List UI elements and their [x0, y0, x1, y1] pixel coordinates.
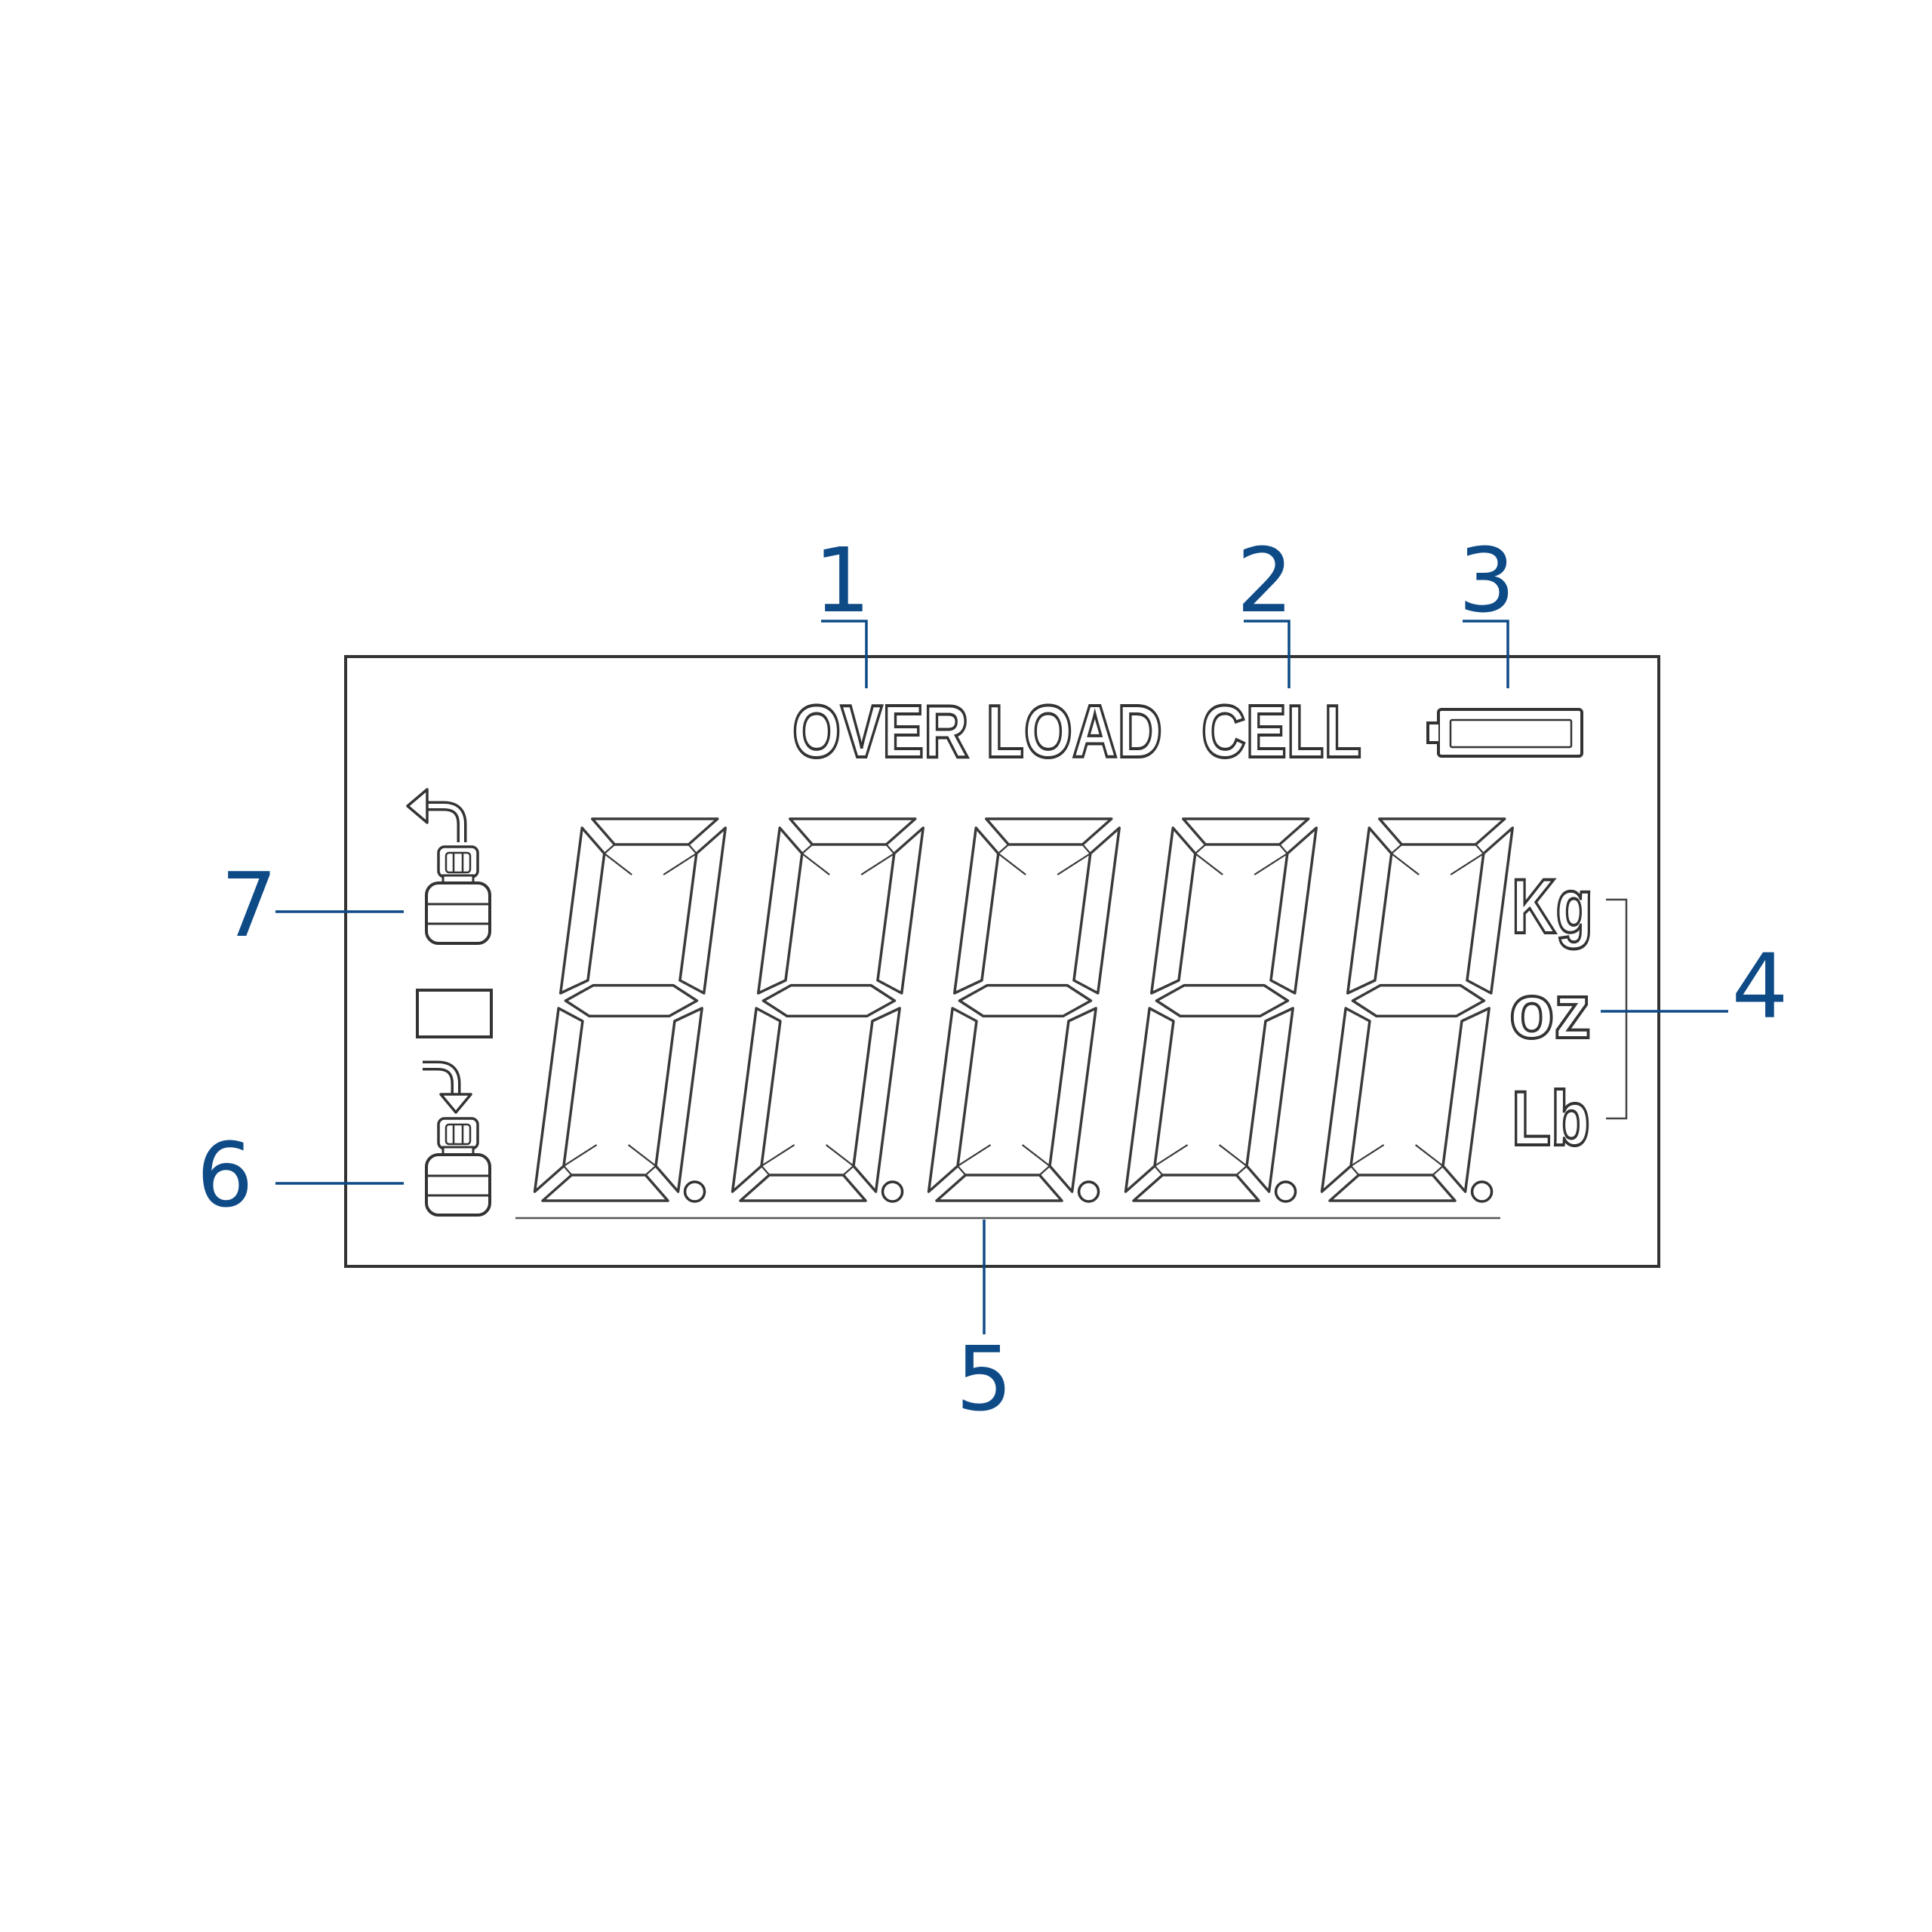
leader-3	[1463, 620, 1509, 688]
segment-corner	[956, 1144, 992, 1176]
segment-b	[678, 826, 727, 995]
decimal-point	[1077, 1180, 1100, 1203]
unit-bracket	[1606, 898, 1628, 1120]
callout-7: 7	[220, 853, 277, 957]
decimal-point	[1274, 1180, 1297, 1203]
segment-corner	[1390, 844, 1420, 875]
segment-g	[958, 983, 1093, 1018]
segment-corner	[1153, 1144, 1189, 1176]
segment-corner	[801, 844, 830, 875]
decimal-point	[1470, 1180, 1494, 1203]
callout-1: 1	[814, 528, 870, 632]
seven-segment-digits	[533, 817, 1514, 1203]
callout-4: 4	[1731, 934, 1788, 1038]
callout-2: 2	[1236, 528, 1293, 632]
segment-g	[1155, 983, 1290, 1018]
segment-b	[1269, 826, 1318, 995]
segment-corner	[1349, 1144, 1385, 1176]
digit-2	[731, 817, 924, 1203]
callout-3: 3	[1458, 528, 1515, 632]
stable-indicator-square	[416, 989, 493, 1038]
digit-5	[1320, 817, 1514, 1203]
callout-5: 5	[955, 1327, 1012, 1431]
leader-1	[821, 620, 868, 688]
segment-corner	[860, 844, 895, 875]
segment-b	[1466, 826, 1514, 995]
weight-arrow-up-icon	[425, 845, 491, 945]
segment-g	[564, 983, 699, 1018]
battery-icon	[1426, 708, 1583, 758]
unit-kg: Kg	[1512, 863, 1593, 949]
callout-6: 6	[196, 1123, 253, 1227]
segment-corner	[562, 1144, 598, 1176]
cell-label: CELL	[1201, 690, 1361, 773]
unit-oz: oz	[1509, 968, 1591, 1054]
segment-corner	[1254, 844, 1288, 875]
segment-f	[559, 826, 606, 995]
segment-corner	[1194, 844, 1223, 875]
segment-f	[757, 826, 804, 995]
curved-back-arrow-icon	[406, 788, 467, 842]
unit-lb: Lb	[1512, 1075, 1590, 1161]
segment-corner	[760, 1144, 795, 1176]
segment-corner	[603, 844, 632, 875]
segment-corner	[1414, 1144, 1444, 1176]
decimal-point	[881, 1180, 904, 1203]
segment-corner	[1218, 1144, 1248, 1176]
segment-b	[1072, 826, 1121, 995]
leader-2	[1244, 620, 1291, 688]
segment-b	[876, 826, 924, 995]
segment-corner	[1021, 1144, 1051, 1176]
segment-f	[953, 826, 1000, 995]
segment-f	[1346, 826, 1393, 995]
segment-corner	[1450, 844, 1484, 875]
curved-down-arrow-icon	[423, 1060, 472, 1114]
segment-corner	[825, 1144, 855, 1176]
segment-corner	[627, 1144, 657, 1176]
segment-g	[1351, 983, 1486, 1018]
digit-4	[1124, 817, 1318, 1203]
segment-corner	[997, 844, 1026, 875]
digit-1	[533, 817, 727, 1203]
segment-f	[1150, 826, 1197, 995]
decimal-point	[683, 1180, 706, 1203]
digit-3	[927, 817, 1121, 1203]
overload-label: OVER LOAD	[792, 690, 1162, 773]
segment-g	[761, 983, 897, 1018]
segment-corner	[1057, 844, 1091, 875]
weight-arrow-down-icon	[425, 1117, 491, 1217]
segment-corner	[663, 844, 697, 875]
